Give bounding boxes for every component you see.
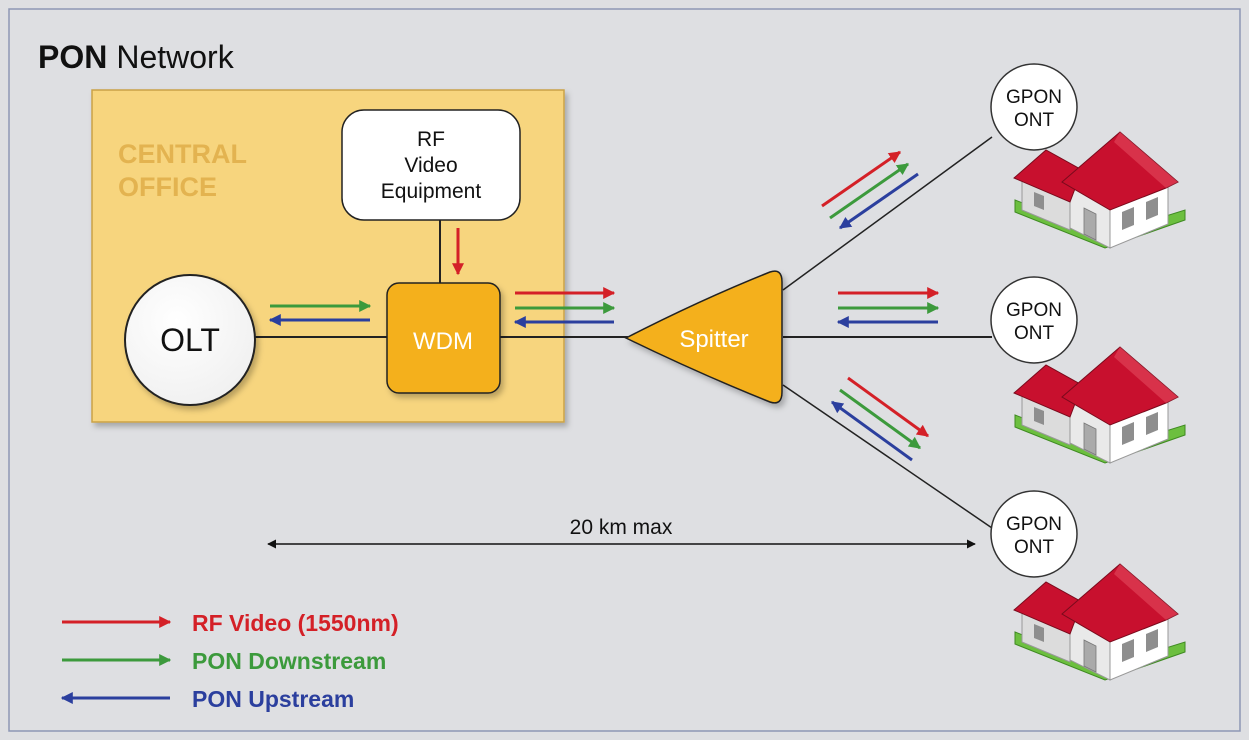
rf-equipment-line-1: RF	[417, 128, 445, 151]
wdm-label: WDM	[413, 328, 473, 355]
olt-circle	[124, 274, 256, 406]
ont-1-line-2: ONT	[1014, 110, 1055, 131]
house-roof-highlight	[1114, 132, 1178, 188]
ont-2: GPON ONT	[990, 276, 1078, 364]
ont-3-circle	[990, 490, 1078, 578]
olt-label: OLT	[160, 322, 220, 358]
house-door	[1083, 422, 1097, 456]
title-bold: PON	[38, 39, 107, 75]
legend: RF Video (1550nm) PON Downstream PON Ups…	[60, 610, 399, 712]
ont-2-line-1: GPON	[1006, 300, 1062, 321]
house-window	[1122, 207, 1134, 230]
ont-1-line-1: GPON	[1006, 87, 1062, 108]
house-group	[1013, 131, 1186, 681]
legend-downstream-label: PON Downstream	[192, 648, 386, 674]
title-rest: Network	[116, 39, 234, 75]
distance-label: 20 km max	[570, 516, 673, 539]
house-window	[1146, 197, 1158, 220]
legend-rf-label: RF Video (1550nm)	[192, 610, 399, 636]
house-door	[1083, 207, 1097, 241]
rf-video-equipment-box	[341, 109, 521, 221]
ont-2-circle	[990, 276, 1078, 364]
central-office-label-1: CENTRAL	[118, 139, 247, 169]
fiber-to-ont-3	[782, 384, 993, 529]
splitter-triangle	[624, 270, 783, 404]
ont-3-line-2: ONT	[1014, 537, 1055, 558]
branch1-downstream-arrow	[829, 162, 909, 220]
house-window	[1034, 407, 1044, 425]
house-window	[1146, 629, 1158, 652]
legend-upstream-label: PON Upstream	[192, 686, 354, 712]
house-roof-highlight	[1114, 347, 1178, 403]
central-office-label-2: OFFICE	[118, 172, 217, 202]
ont-1: GPON ONT	[990, 63, 1078, 151]
splitter-label: Spitter	[679, 326, 748, 353]
house-window	[1122, 422, 1134, 445]
house-3-icon	[1013, 563, 1186, 681]
house-window	[1034, 192, 1044, 210]
rf-equipment-line-2: Video	[404, 154, 457, 177]
house-roof-highlight	[1114, 564, 1178, 620]
fiber-to-ont-1	[782, 136, 993, 291]
house-window	[1034, 624, 1044, 642]
branch1-upstream-arrow	[839, 172, 919, 230]
branch1-rf-arrow	[821, 150, 901, 208]
branch3-rf-arrow	[847, 376, 929, 438]
wdm-box	[386, 282, 501, 394]
frame-border	[8, 8, 1241, 732]
ont-3: GPON ONT	[990, 490, 1078, 578]
house-window	[1122, 639, 1134, 662]
house-door	[1083, 639, 1097, 673]
branch3-downstream-arrow	[839, 388, 921, 450]
ont-3-line-1: GPON	[1006, 514, 1062, 535]
branch3-upstream-arrow	[831, 400, 913, 462]
house-window	[1146, 412, 1158, 435]
rf-equipment-line-3: Equipment	[381, 180, 482, 203]
house-1-icon	[1013, 131, 1186, 249]
house-2-icon	[1013, 346, 1186, 464]
ont-1-circle	[990, 63, 1078, 151]
ont-2-line-2: ONT	[1014, 323, 1055, 344]
